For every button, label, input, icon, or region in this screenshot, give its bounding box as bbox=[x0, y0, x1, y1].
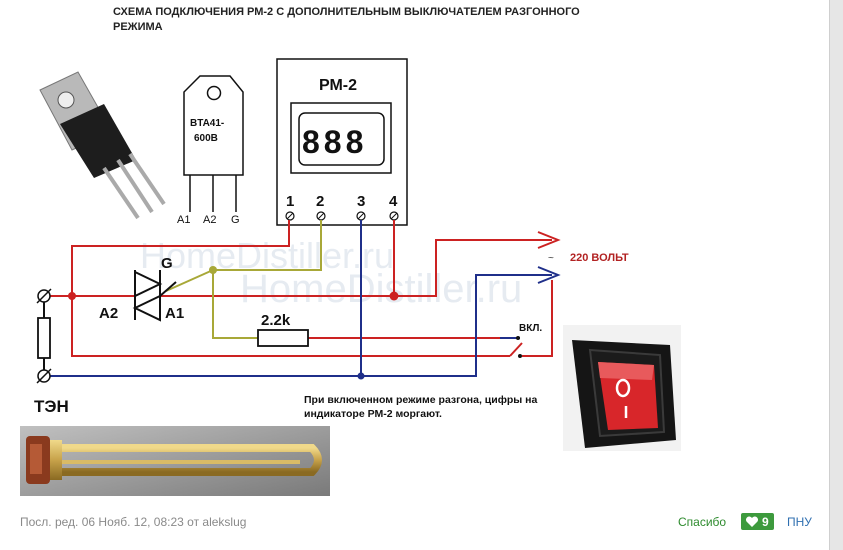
heater-label: ТЭН bbox=[34, 397, 69, 416]
switch-symbol: ВКЛ. bbox=[516, 323, 542, 358]
thanks-link[interactable]: Спасибо bbox=[678, 515, 727, 529]
heater-symbol: ТЭН bbox=[34, 288, 69, 416]
scrollbar[interactable] bbox=[829, 0, 843, 550]
terminal-4-label: 4 bbox=[389, 193, 398, 210]
wires bbox=[44, 220, 553, 377]
resistor: 2.2k bbox=[257, 312, 309, 347]
symbol-g-label: G bbox=[161, 255, 173, 272]
post-edit-info: Посл. ред. 06 Нояб. 12, 08:23 от alekslu… bbox=[20, 515, 247, 529]
wiring-diagram: HomeDistiller.ru HomeDistiller.ru СХЕМА … bbox=[20, 6, 681, 496]
triac-part-number-2: 600B bbox=[194, 133, 218, 144]
junction-dot bbox=[68, 292, 76, 300]
symbol-a2-label: A2 bbox=[99, 305, 118, 322]
note-text-2: индикаторе РМ-2 моргают. bbox=[304, 408, 442, 420]
symbol-a1-label: A1 bbox=[165, 305, 184, 322]
like-button[interactable]: 9 bbox=[741, 513, 774, 530]
triac-drawing: BTA41- 600B A1 A2 G bbox=[177, 75, 244, 226]
junction-dot-4 bbox=[357, 372, 365, 380]
heart-icon bbox=[745, 515, 759, 527]
ac-tilde: ~ bbox=[548, 253, 554, 264]
terminal-1-label: 1 bbox=[286, 193, 294, 210]
voltage-label: 220 ВОЛЬТ bbox=[570, 252, 629, 264]
diagram-title: СХЕМА ПОДКЛЮЧЕНИЯ РМ-2 С ДОПОЛНИТЕЛЬНЫМ … bbox=[113, 6, 580, 18]
triac-pin-a1: A1 bbox=[177, 214, 190, 226]
junction-dot-3 bbox=[209, 266, 217, 274]
arrow-icon-2 bbox=[537, 266, 561, 284]
rocker-switch-photo bbox=[563, 325, 681, 451]
triac-photo bbox=[39, 71, 166, 220]
triac-pin-a2: A2 bbox=[203, 214, 216, 226]
arrow-icon bbox=[537, 231, 561, 249]
triac-part-number: BTA41- bbox=[190, 118, 224, 129]
diagram-title-2: РЕЖИМА bbox=[113, 21, 163, 33]
rm2-controller: РМ-2 888 1 2 3 4 bbox=[276, 58, 408, 226]
like-count: 9 bbox=[762, 514, 769, 529]
terminal-2-label: 2 bbox=[316, 193, 324, 210]
watermark-text-2: HomeDistiller.ru bbox=[240, 267, 522, 311]
pnu-link[interactable]: ПНУ bbox=[787, 515, 812, 529]
heater-element-photo bbox=[20, 426, 330, 496]
triac-symbol: G A2 A1 bbox=[99, 255, 184, 322]
note-text: При включенном режиме разгона, цифры на bbox=[304, 394, 538, 406]
triac-pin-g: G bbox=[231, 214, 240, 226]
switch-label: ВКЛ. bbox=[519, 323, 542, 334]
resistor-label: 2.2k bbox=[261, 312, 291, 329]
junction-dot-2 bbox=[389, 291, 399, 301]
rm2-display: 888 bbox=[302, 124, 367, 160]
rm2-label: РМ-2 bbox=[319, 77, 357, 94]
terminal-3-label: 3 bbox=[357, 193, 365, 210]
